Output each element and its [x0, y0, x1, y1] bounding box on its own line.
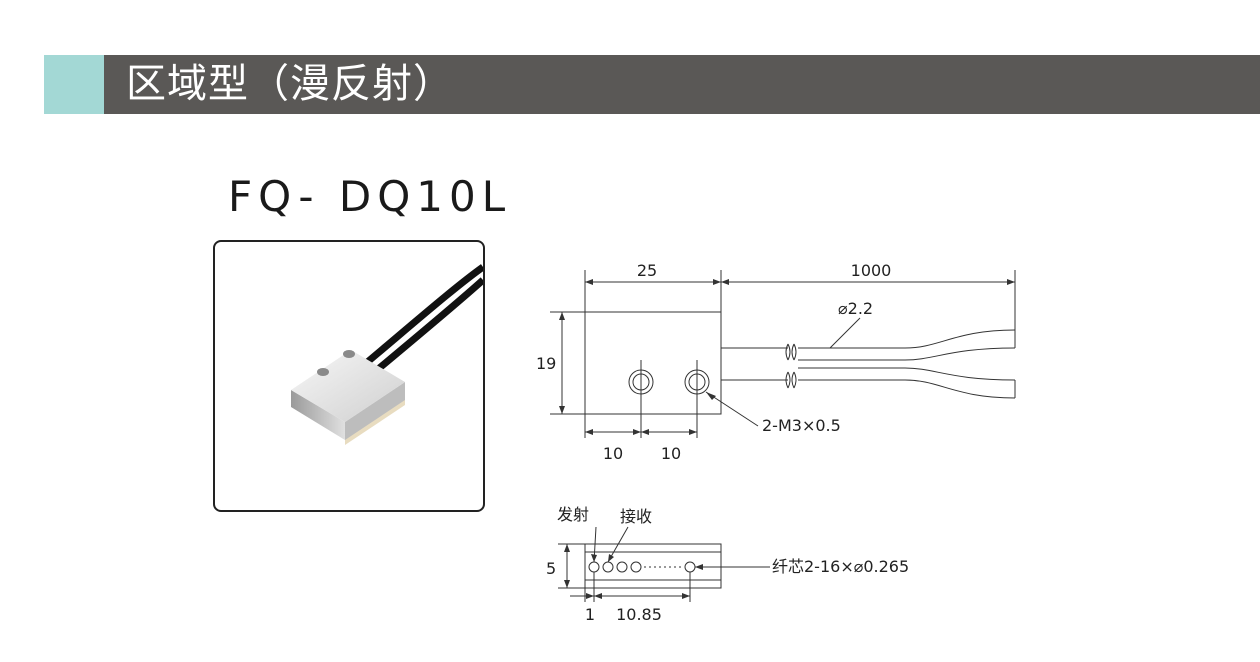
dim-1-label: 1	[585, 605, 595, 624]
dim-1000-label: 1000	[851, 261, 892, 280]
product-photo	[213, 240, 485, 512]
sensor-body-outline	[584, 311, 722, 415]
hole-1	[317, 368, 329, 376]
page-title: 区域型（漫反射）	[126, 61, 454, 107]
receive-label: 接收	[620, 507, 652, 526]
header-bar	[104, 55, 1260, 114]
cable-break-2	[785, 371, 797, 389]
cable-2	[374, 277, 483, 373]
cable-diameter-label: ⌀2.2	[838, 299, 873, 318]
cable-line-1c	[798, 347, 1016, 361]
hole-leader	[705, 391, 759, 427]
block-front	[345, 382, 405, 440]
cable-1	[362, 264, 483, 367]
hole-2	[343, 350, 355, 358]
dim-25-label: 25	[637, 261, 657, 280]
front-body-outline	[584, 543, 722, 589]
arrowheads	[559, 279, 1015, 599]
model-name: FQ- DQ10L	[228, 172, 512, 221]
fiber-last	[684, 561, 696, 573]
dim-10a-label: 10	[603, 444, 623, 463]
block-top	[291, 350, 405, 422]
cable-line-2c	[798, 367, 1016, 381]
dia-leader	[829, 317, 861, 349]
block-side	[291, 390, 345, 440]
emit-label: 发射	[557, 505, 589, 524]
fiber-callout-label: 纤芯2-16×⌀0.265	[772, 557, 909, 576]
sensor-photo-icon	[291, 264, 483, 445]
dim-5-label: 5	[546, 559, 556, 578]
dim-1085-label: 10.85	[616, 605, 662, 624]
dim-10b-label: 10	[661, 444, 681, 463]
fiber-4	[630, 561, 642, 573]
hole-callout-label: 2-M3×0.5	[762, 416, 841, 435]
cable-break-1	[785, 343, 797, 361]
header-accent	[44, 55, 104, 114]
fiber-3	[616, 561, 628, 573]
fiber-receive	[602, 561, 614, 573]
cable-line-2b	[798, 379, 1016, 399]
fiber-emit	[588, 561, 600, 573]
cable-line-1b	[798, 329, 1016, 349]
dim-19-label: 19	[536, 354, 556, 373]
